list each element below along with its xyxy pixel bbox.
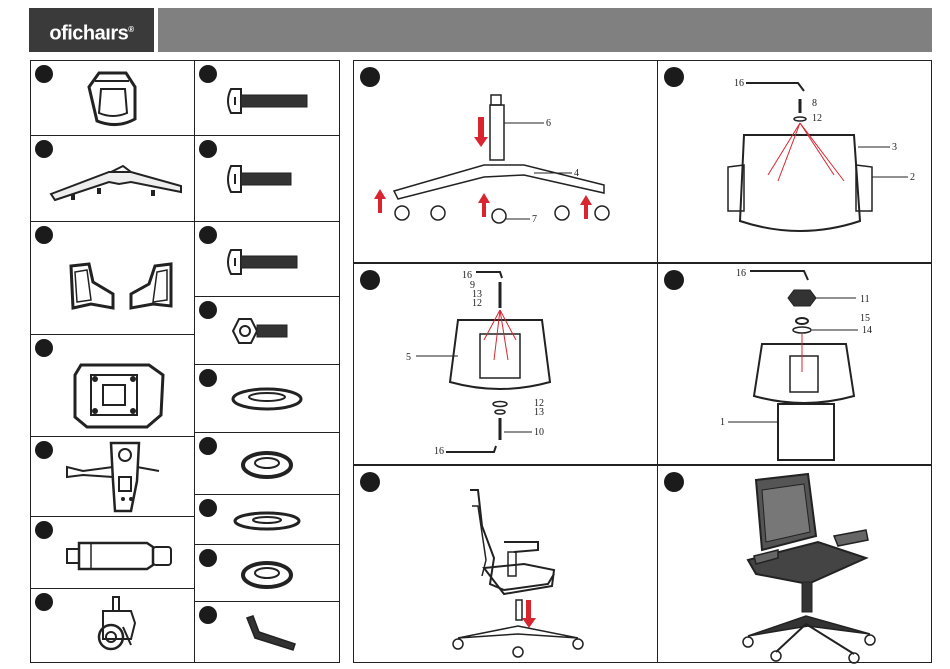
part-flat-washer-large [195, 365, 339, 433]
callout-7: 7 [532, 214, 537, 225]
step-2-attach-armrests: 16 8 12 3 2 [657, 60, 932, 263]
part-flat-washer-small [195, 495, 339, 545]
hex-key-drawing [195, 602, 339, 662]
step-4-drawing: 16 11 15 14 1 [658, 264, 933, 466]
caster-drawing [31, 589, 195, 662]
part-screw-medium [195, 136, 339, 222]
callout-10: 10 [534, 427, 544, 438]
part-base [31, 136, 195, 222]
step-marker [664, 472, 684, 492]
registered-mark: ® [128, 25, 133, 34]
callout-11: 11 [860, 294, 870, 305]
step-1-drawing: 6 4 7 [354, 61, 659, 264]
backrest-frame-drawing [31, 61, 195, 136]
step-2-drawing: 16 8 12 3 2 [658, 61, 933, 264]
step-marker [360, 270, 380, 290]
step-5-insert-gas-lift [353, 465, 658, 663]
mechanism-drawing [31, 437, 195, 517]
lock-washer-b-drawing [195, 545, 339, 602]
callout-16: 16 [736, 268, 746, 279]
hex-bolt-drawing [195, 297, 339, 365]
base-drawing [31, 136, 195, 222]
step-marker [360, 67, 380, 87]
step-marker [664, 67, 684, 87]
part-screw-long [195, 61, 339, 136]
step-1-attach-base: 6 4 7 [353, 60, 658, 263]
callout-2: 2 [910, 172, 915, 183]
callout-3: 3 [892, 142, 897, 153]
step-3-attach-mechanism: 16 9 13 12 5 12 13 10 16 [353, 263, 658, 465]
part-mechanism [31, 437, 195, 517]
screw-medium-drawing [195, 136, 339, 222]
brand-logo: ofichaırs® [29, 8, 154, 52]
part-seat-frame [31, 335, 195, 437]
callout-16-lower: 16 [434, 446, 444, 457]
callout-12: 12 [472, 298, 482, 309]
gas-lift-drawing [31, 517, 195, 589]
part-screw-short [195, 222, 339, 297]
screw-long-drawing [195, 61, 339, 136]
header-banner [158, 8, 932, 52]
part-lock-washer-a [195, 433, 339, 495]
seat-frame-drawing [31, 335, 195, 437]
part-armrests [31, 222, 195, 335]
flat-washer-small-drawing [195, 495, 339, 545]
callout-15: 15 [860, 313, 870, 324]
part-backrest-frame [31, 61, 195, 136]
callout-8: 8 [812, 98, 817, 109]
callout-5: 5 [406, 352, 411, 363]
armrests-drawing [31, 222, 195, 335]
callout-6: 6 [546, 118, 551, 129]
step-marker [664, 270, 684, 290]
part-lock-washer-b [195, 545, 339, 602]
step-5-drawing [354, 466, 659, 664]
step-6-finished-chair [657, 465, 932, 663]
brand-name: ofichaırs [49, 23, 128, 45]
step-6-drawing [658, 466, 933, 664]
flat-washer-large-drawing [195, 365, 339, 433]
step-marker [360, 472, 380, 492]
part-hex-key [195, 602, 339, 662]
part-caster [31, 589, 195, 662]
step-4-attach-backrest: 16 11 15 14 1 [657, 263, 932, 465]
callout-16: 16 [734, 78, 744, 89]
step-3-drawing: 16 9 13 12 5 12 13 10 16 [354, 264, 659, 466]
part-hex-bolt [195, 297, 339, 365]
lock-washer-a-drawing [195, 433, 339, 495]
callout-14: 14 [862, 325, 872, 336]
parts-list [30, 60, 340, 663]
callout-1: 1 [720, 417, 725, 428]
callout-13-lower: 13 [534, 407, 544, 418]
callout-4: 4 [574, 168, 579, 179]
part-gas-lift [31, 517, 195, 589]
screw-short-drawing [195, 222, 339, 297]
callout-12: 12 [812, 113, 822, 124]
